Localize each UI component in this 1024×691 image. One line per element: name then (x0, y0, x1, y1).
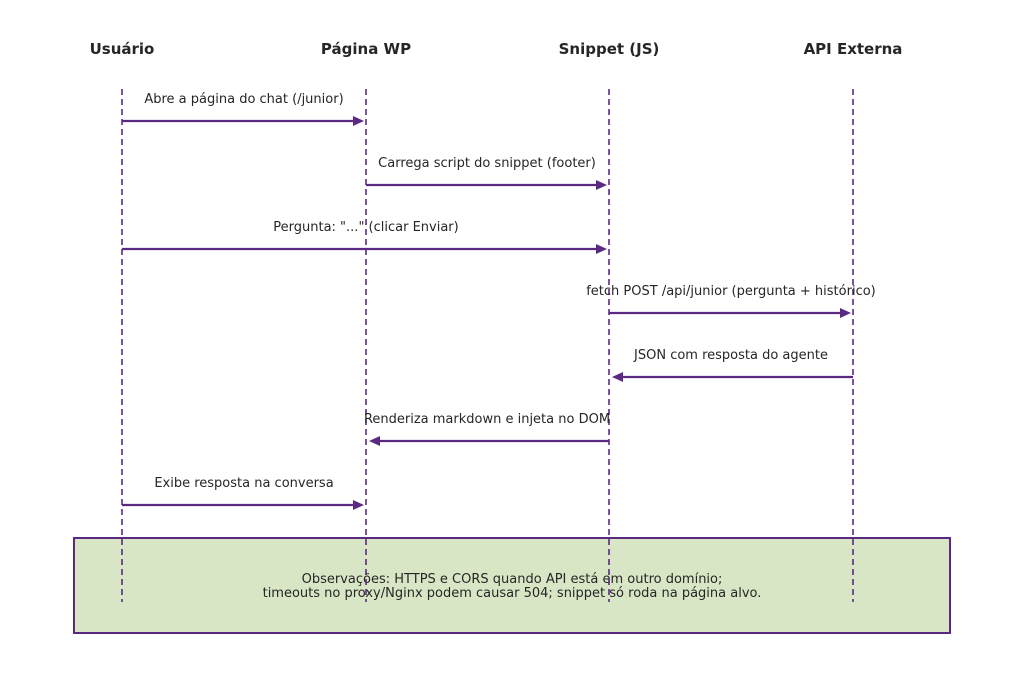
actor-label-api-externa: API Externa (804, 40, 903, 58)
note-box (73, 537, 951, 634)
message-2-label: Carrega script do snippet (footer) (378, 156, 596, 171)
message-6-arrowhead (369, 436, 380, 446)
note-line-1: Observações: HTTPS e CORS quando API est… (302, 572, 723, 587)
message-1-arrowhead (353, 116, 364, 126)
message-1-label: Abre a página do chat (/junior) (144, 92, 343, 107)
actor-label-snippet-js: Snippet (JS) (559, 40, 660, 58)
message-5-label: JSON com resposta do agente (633, 348, 828, 363)
message-2: Carrega script do snippet (footer) (366, 156, 607, 190)
message-7-arrowhead (353, 500, 364, 510)
actor-label-pagina-wp: Página WP (321, 40, 411, 58)
message-6-label: Renderiza markdown e injeta no DOM (364, 412, 610, 427)
actor-label-usuario: Usuário (90, 40, 155, 58)
message-7-label: Exibe resposta na conversa (154, 476, 333, 491)
actor-headers: Usuário Página WP Snippet (JS) API Exter… (90, 40, 903, 58)
message-3: Pergunta: "..." (clicar Enviar) (122, 220, 607, 254)
message-5: JSON com resposta do agente (612, 348, 853, 382)
lifelines (121, 89, 854, 602)
message-4-label: fetch POST /api/junior (pergunta + histó… (586, 284, 876, 299)
message-1: Abre a página do chat (/junior) (122, 92, 364, 126)
message-5-arrowhead (612, 372, 623, 382)
message-7: Exibe resposta na conversa (122, 476, 364, 510)
note-line-2: timeouts no proxy/Nginx podem causar 504… (263, 586, 762, 601)
message-4: fetch POST /api/junior (pergunta + histó… (586, 284, 876, 318)
message-4-arrowhead (840, 308, 851, 318)
message-2-arrowhead (596, 180, 607, 190)
message-3-arrowhead (596, 244, 607, 254)
message-3-label: Pergunta: "..." (clicar Enviar) (273, 220, 458, 235)
message-6: Renderiza markdown e injeta no DOM (364, 412, 610, 446)
